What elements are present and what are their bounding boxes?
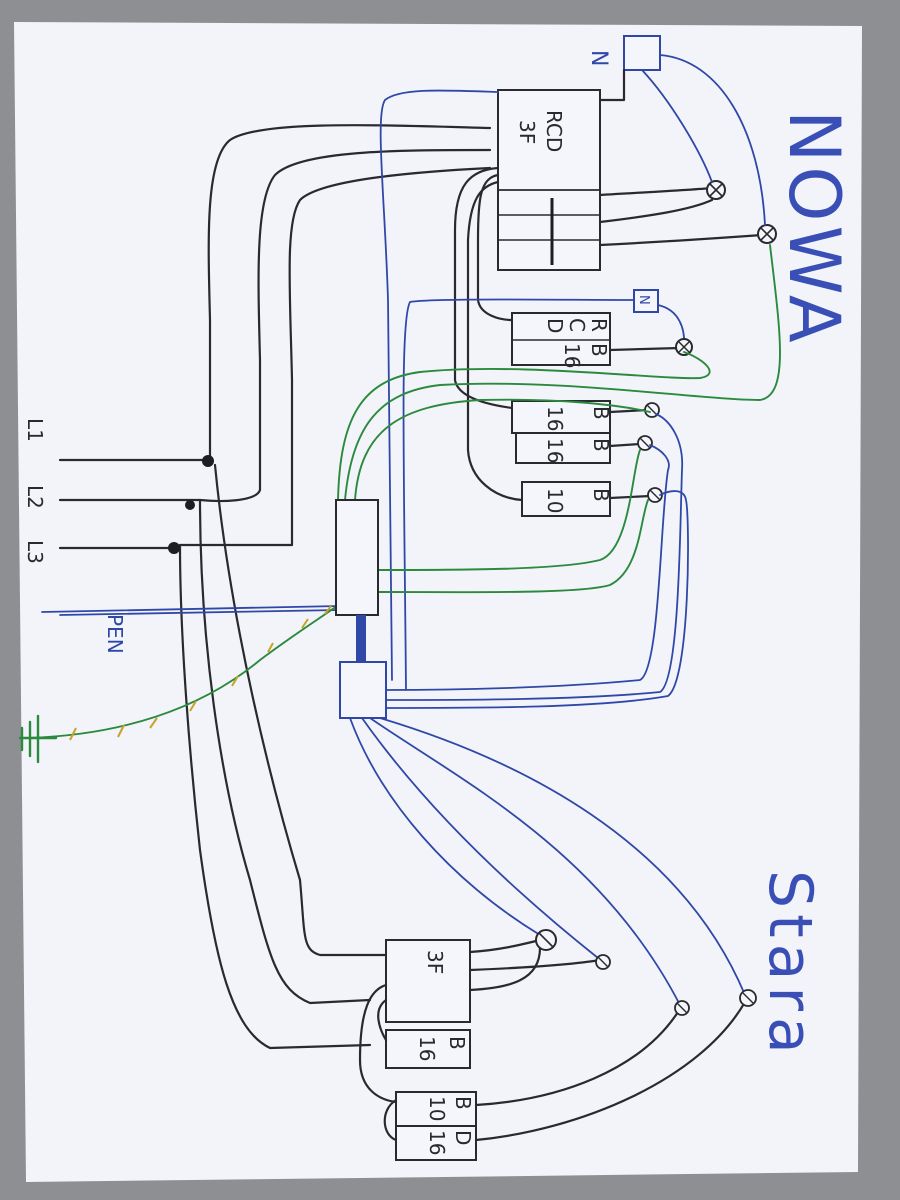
mcb2-label-b: B xyxy=(589,438,613,452)
section-label-new: NOWA xyxy=(773,110,855,347)
section-label-old: Stara xyxy=(755,870,825,1060)
neutral-label-top: N xyxy=(586,50,611,66)
junction-dot-l2 xyxy=(185,500,195,510)
feeder-wires xyxy=(178,124,492,1050)
rcbo-label-16: 16 xyxy=(560,343,584,368)
old-b10-label-10: 10 xyxy=(425,1096,449,1121)
lamp-symbol xyxy=(757,224,777,244)
old-3f-label: 3F xyxy=(423,950,447,974)
phase-label-l1: L1 xyxy=(23,418,47,442)
old-b16-device: B 16 xyxy=(385,1029,471,1069)
mcb-b16-second: B 16 xyxy=(515,432,613,464)
mcb3-label-10: 10 xyxy=(543,488,567,513)
earth-symbol xyxy=(18,714,58,764)
pen-conductor xyxy=(41,605,341,616)
neutral-terminal-rcbo: N xyxy=(633,289,659,313)
rcd-main-device: RCD 3F xyxy=(497,89,601,271)
rcbo-label-r: R xyxy=(587,318,611,332)
old-b10-device: B 10 xyxy=(395,1091,477,1127)
lamp-symbol xyxy=(675,338,693,356)
pe-wires-new xyxy=(337,244,781,594)
neutral-terminal-block xyxy=(339,661,387,719)
rcd-label-line2: 3F xyxy=(515,120,539,144)
old-d16-label-16: 16 xyxy=(425,1130,449,1155)
phase-inputs xyxy=(58,455,214,554)
neutral-wires-new xyxy=(385,413,689,709)
lamp-symbol xyxy=(706,180,726,200)
old-b16-label-16: 16 xyxy=(415,1036,439,1061)
mcb1-label-b: B xyxy=(589,406,613,420)
neutral-label-rcbo: N xyxy=(636,295,651,305)
mcb-b10: B 10 xyxy=(521,481,613,517)
lamp-symbol xyxy=(595,954,611,970)
lamp-symbol xyxy=(674,1000,690,1016)
junction-dot-l1 xyxy=(202,455,214,467)
mcb1-label-16: 16 xyxy=(543,406,567,431)
old-b16-label-b: B xyxy=(445,1036,469,1050)
neutral-wires-old xyxy=(349,717,746,1006)
old-3f-device: 3F xyxy=(385,939,471,1023)
earth-conductor xyxy=(27,599,346,741)
rcd-label-line1: RCD xyxy=(542,110,566,152)
mcb2-label-16: 16 xyxy=(543,438,567,463)
lamp-symbol xyxy=(535,929,557,951)
rcbo-label-d: D xyxy=(543,318,567,333)
junction-dot-l3 xyxy=(168,542,180,554)
mcb3-label-b: B xyxy=(589,488,613,502)
mcb-b16-first: B 16 xyxy=(511,400,613,434)
old-d16-label-d: D xyxy=(451,1130,475,1145)
pe-n-bridge xyxy=(356,615,366,663)
old-d16-device: D 16 xyxy=(395,1125,477,1161)
old-b10-label-b: B xyxy=(451,1096,475,1110)
phase-label-l3: L3 xyxy=(23,540,47,564)
rcbo-label-b: B xyxy=(587,343,611,357)
lamp-symbol xyxy=(637,435,653,451)
rcbo-label-c: C xyxy=(565,318,589,332)
phase-label-l2: L2 xyxy=(23,485,47,509)
pen-label: PEN xyxy=(103,614,127,654)
lamp-symbol xyxy=(739,989,757,1007)
pe-terminal-block xyxy=(335,499,379,616)
rcbo-device: R C D B 16 xyxy=(511,312,611,368)
